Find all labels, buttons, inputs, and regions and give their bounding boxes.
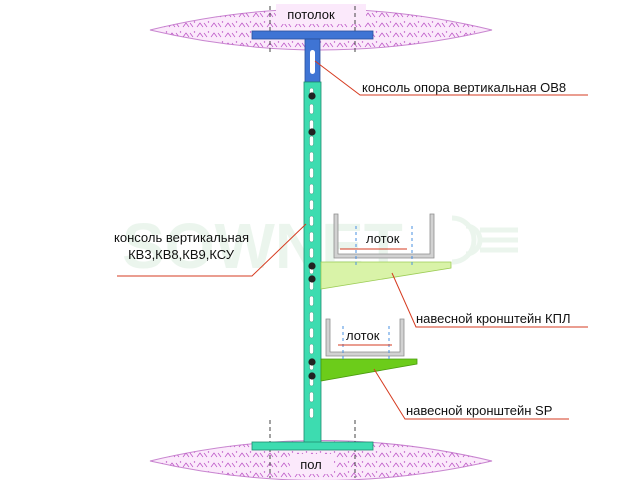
console-slot — [309, 151, 314, 163]
console-slot — [309, 295, 314, 307]
support-label: консоль опора вертикальная ОВ8 — [362, 80, 566, 95]
bracket-sp — [320, 358, 418, 382]
floor-mount-plate — [251, 441, 374, 451]
tray-upper — [333, 213, 435, 259]
floor-label-bg — [290, 454, 334, 474]
console-slot — [309, 167, 314, 179]
tray-lower-label: лоток — [346, 328, 380, 343]
tray-axis-lower — [342, 326, 390, 362]
leader-kpl — [391, 272, 588, 328]
ceiling-label-bg — [276, 4, 366, 24]
ceiling-mount-plate — [251, 30, 374, 40]
console-slot — [309, 343, 314, 355]
leader-lines — [117, 60, 588, 420]
console-slot — [309, 215, 314, 227]
tray-lower — [325, 318, 405, 357]
console-slot — [309, 103, 314, 115]
ceiling-slab — [149, 4, 493, 51]
floor-label: пол — [300, 457, 322, 472]
leader-console — [117, 223, 307, 277]
console-slot — [309, 407, 314, 419]
leader-sp — [373, 368, 569, 420]
console-slot — [309, 231, 314, 243]
console-bolts — [308, 92, 316, 380]
console-slot — [309, 183, 314, 195]
vertical-console — [303, 81, 322, 445]
console-slot — [309, 311, 314, 323]
console-label-line1: консоль вертикальная — [114, 230, 249, 245]
ceiling-label: потолок — [287, 7, 335, 22]
console-slot — [309, 327, 314, 339]
tray-upper-label: лоток — [366, 231, 400, 246]
console-label-line2: КВ3,КВ8,КВ9,КСУ — [128, 247, 235, 262]
console-slot — [309, 199, 314, 211]
bracket-kpl — [320, 261, 452, 290]
console-slot — [309, 135, 314, 147]
leader-support — [314, 60, 588, 96]
bracket-kpl-label: навесной кронштейн КПЛ — [416, 311, 570, 326]
console-slots — [309, 87, 314, 419]
console-slot — [309, 247, 314, 259]
support-ov8 — [251, 30, 374, 83]
console-slot — [309, 391, 314, 403]
floor-slab — [149, 440, 493, 480]
tray-axis-upper — [355, 226, 413, 268]
bracket-sp-label: навесной кронштейн SP — [406, 403, 552, 418]
support-slot — [310, 50, 315, 74]
